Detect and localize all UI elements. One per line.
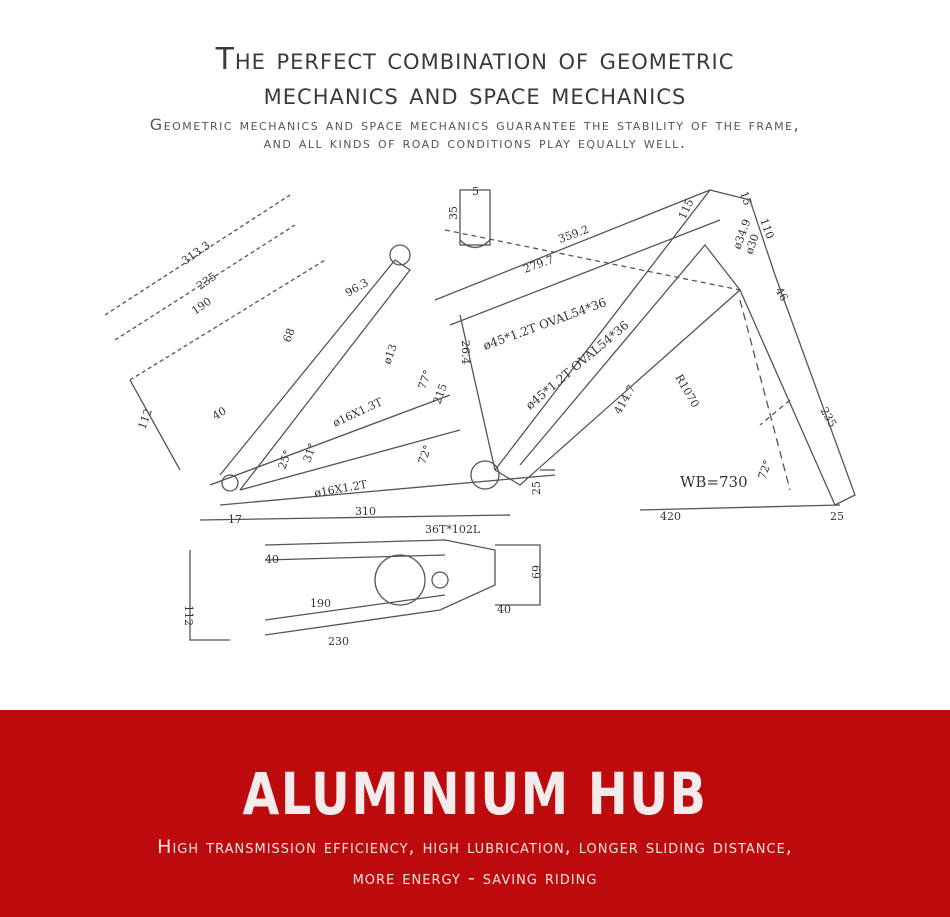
- dim-235: 235: [194, 270, 219, 293]
- dim-96-3: 96.3: [343, 276, 371, 300]
- stay-spec-seat: ø16X1.3T: [331, 395, 385, 430]
- stay-spec-chain: ø16X1.2T: [313, 478, 368, 500]
- subtitle-line1: Geometric mechanics and space mechanics …: [149, 115, 801, 134]
- wheelbase: WB=730: [680, 473, 748, 491]
- dim-190: 190: [189, 295, 214, 318]
- angle-77: 77°: [416, 368, 435, 391]
- banner-subtitle-line1: High transmission efficiency, high lubri…: [157, 836, 793, 858]
- frame-drawing-svg: 313.3 235 190 96.3 68 112 40 359.2 279.7…: [104, 185, 856, 648]
- dim-25-bb: 25: [530, 481, 543, 495]
- dim-5: 5: [472, 185, 479, 198]
- dim-279-7: 279.7: [522, 253, 556, 276]
- feature-banner: ALUMINIUM HUB High transmission efficien…: [0, 710, 950, 917]
- dim-25-head: 25: [830, 510, 844, 523]
- dim-215: 215: [431, 382, 450, 406]
- dim-r1070: R1070: [672, 372, 701, 410]
- frame-technical-drawing: 313.3 235 190 96.3 68 112 40 359.2 279.7…: [100, 165, 880, 665]
- dim-359-2: 359.2: [557, 223, 591, 246]
- tube-spec-top: ø45*1.2T OVAL54*36: [481, 295, 608, 353]
- dim-o13: ø13: [381, 342, 400, 366]
- page-title-line2: mechanics and space mechanics: [263, 77, 687, 112]
- bb-spec: 36T*102L: [425, 523, 481, 536]
- dim-112-bottom: 112: [182, 605, 195, 626]
- dim-230: 230: [328, 635, 349, 648]
- angle-72-head: 72°: [756, 458, 775, 481]
- subtitle-line2: and all kinds of road conditions play eq…: [263, 133, 687, 152]
- dim-35: 35: [447, 206, 460, 220]
- angle-31: 31°: [301, 441, 320, 464]
- head-15: 15: [737, 190, 754, 208]
- dim-310: 310: [355, 505, 376, 518]
- dim-40-bottom: 40: [265, 553, 279, 566]
- dim-235-fork: 235: [817, 405, 839, 430]
- banner-title: ALUMINIUM HUB: [242, 760, 708, 828]
- dim-40: 40: [210, 404, 229, 422]
- dim-69: 69: [529, 565, 542, 579]
- dim-26-4: 26.4: [459, 340, 472, 365]
- dim-40-right: 40: [497, 603, 511, 616]
- dim-190-bottom: 190: [310, 597, 331, 610]
- dim-115: 115: [676, 197, 697, 222]
- dim-112: 112: [136, 407, 155, 431]
- dim-17: 17: [228, 513, 242, 526]
- dim-68: 68: [281, 326, 298, 344]
- top-section: The perfect combination of geometric mec…: [100, 42, 880, 665]
- page-title-line1: The perfect combination of geometric: [215, 42, 735, 77]
- angle-25: 25°: [276, 448, 295, 471]
- dim-46: 46: [772, 285, 790, 304]
- frame-outline: [494, 189, 856, 506]
- dim-420: 420: [660, 510, 681, 523]
- dim-313-3: 313.3: [179, 239, 212, 268]
- angle-72-seat: 72°: [416, 443, 435, 466]
- banner-subtitle-line2: more energy - saving riding: [352, 867, 598, 889]
